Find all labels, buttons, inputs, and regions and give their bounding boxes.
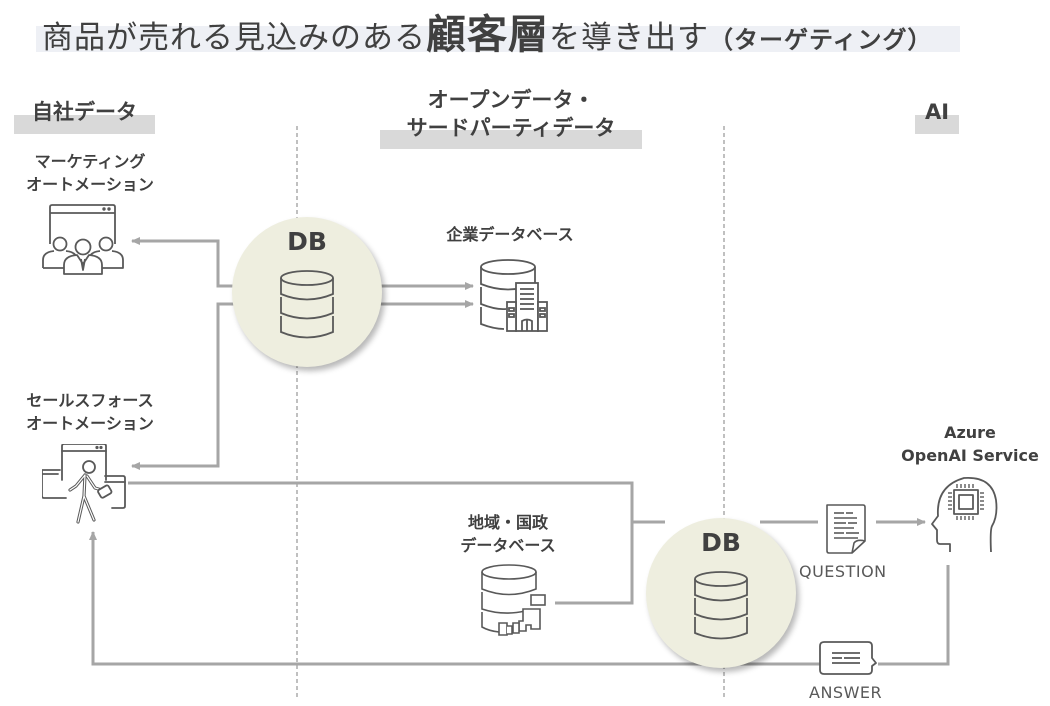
marketing-automation-line1: マーケティング xyxy=(34,152,146,171)
regional-database-line1: 地域・国政 xyxy=(467,513,548,532)
section-open-data: オープンデータ・ サードパーティデータ xyxy=(380,86,642,142)
marketing-automation-line2: オートメーション xyxy=(26,175,154,194)
document-icon xyxy=(826,504,866,554)
db-hub-bottom-label: DB xyxy=(701,528,741,557)
connector-regional-to-db xyxy=(555,522,634,605)
section-band-own-data xyxy=(14,115,155,134)
question-label: QUESTION xyxy=(799,562,887,581)
team-window-icon xyxy=(42,204,124,275)
section-open-data-line1: オープンデータ・ xyxy=(427,88,595,112)
salesforce-automation-line1: セールスフォース xyxy=(26,391,154,410)
connector-db-to-salesforce xyxy=(131,302,240,470)
azure-openai-line2: OpenAI Service xyxy=(901,446,1039,465)
title-suffix: （ターゲティング） xyxy=(709,26,933,54)
database-icon xyxy=(694,571,748,640)
connector-answer-to-salesforce xyxy=(89,531,820,666)
database-map-icon xyxy=(481,564,546,636)
section-ai: AI xyxy=(924,100,950,124)
chat-bubble-icon xyxy=(819,641,877,675)
database-icon xyxy=(280,270,334,339)
company-database-label: 企業データベース xyxy=(446,225,574,244)
section-open-data-line2: サードパーティデータ xyxy=(406,116,616,140)
ai-head-chip-icon xyxy=(931,477,998,553)
page-title: 商品が売れる見込みのある顧客層を導き出す（ターゲティング） xyxy=(42,2,933,60)
connector-salesforce-to-db xyxy=(128,481,665,524)
salesperson-window-icon xyxy=(42,444,126,524)
db-hub-top-label: DB xyxy=(287,227,327,256)
regional-database-label: 地域・国政 データベース xyxy=(418,511,598,557)
database-building-icon xyxy=(480,259,548,332)
regional-database-line2: データベース xyxy=(460,536,556,555)
azure-openai-label: Azure OpenAI Service xyxy=(885,421,1050,467)
title-band xyxy=(36,26,960,52)
title-emphasis: 顧客層 xyxy=(426,12,549,58)
connector-db-to-marketing xyxy=(131,237,240,288)
section-band-ai xyxy=(915,115,959,134)
section-band-open-data xyxy=(380,130,642,149)
salesforce-automation-label: セールスフォース オートメーション xyxy=(0,389,180,435)
connector-ai-to-answer xyxy=(878,565,950,666)
marketing-automation-label: マーケティング オートメーション xyxy=(0,150,180,196)
section-own-data: 自社データ xyxy=(32,100,137,124)
db-hub-bottom: DB xyxy=(646,518,796,668)
db-hub-top: DB xyxy=(232,217,382,367)
title-part1: 商品が売れる見込みのある xyxy=(42,20,426,56)
azure-openai-line1: Azure xyxy=(944,423,996,442)
title-part2: を導き出す xyxy=(549,20,709,56)
answer-label: ANSWER xyxy=(809,683,883,702)
salesforce-automation-line2: オートメーション xyxy=(26,414,154,433)
